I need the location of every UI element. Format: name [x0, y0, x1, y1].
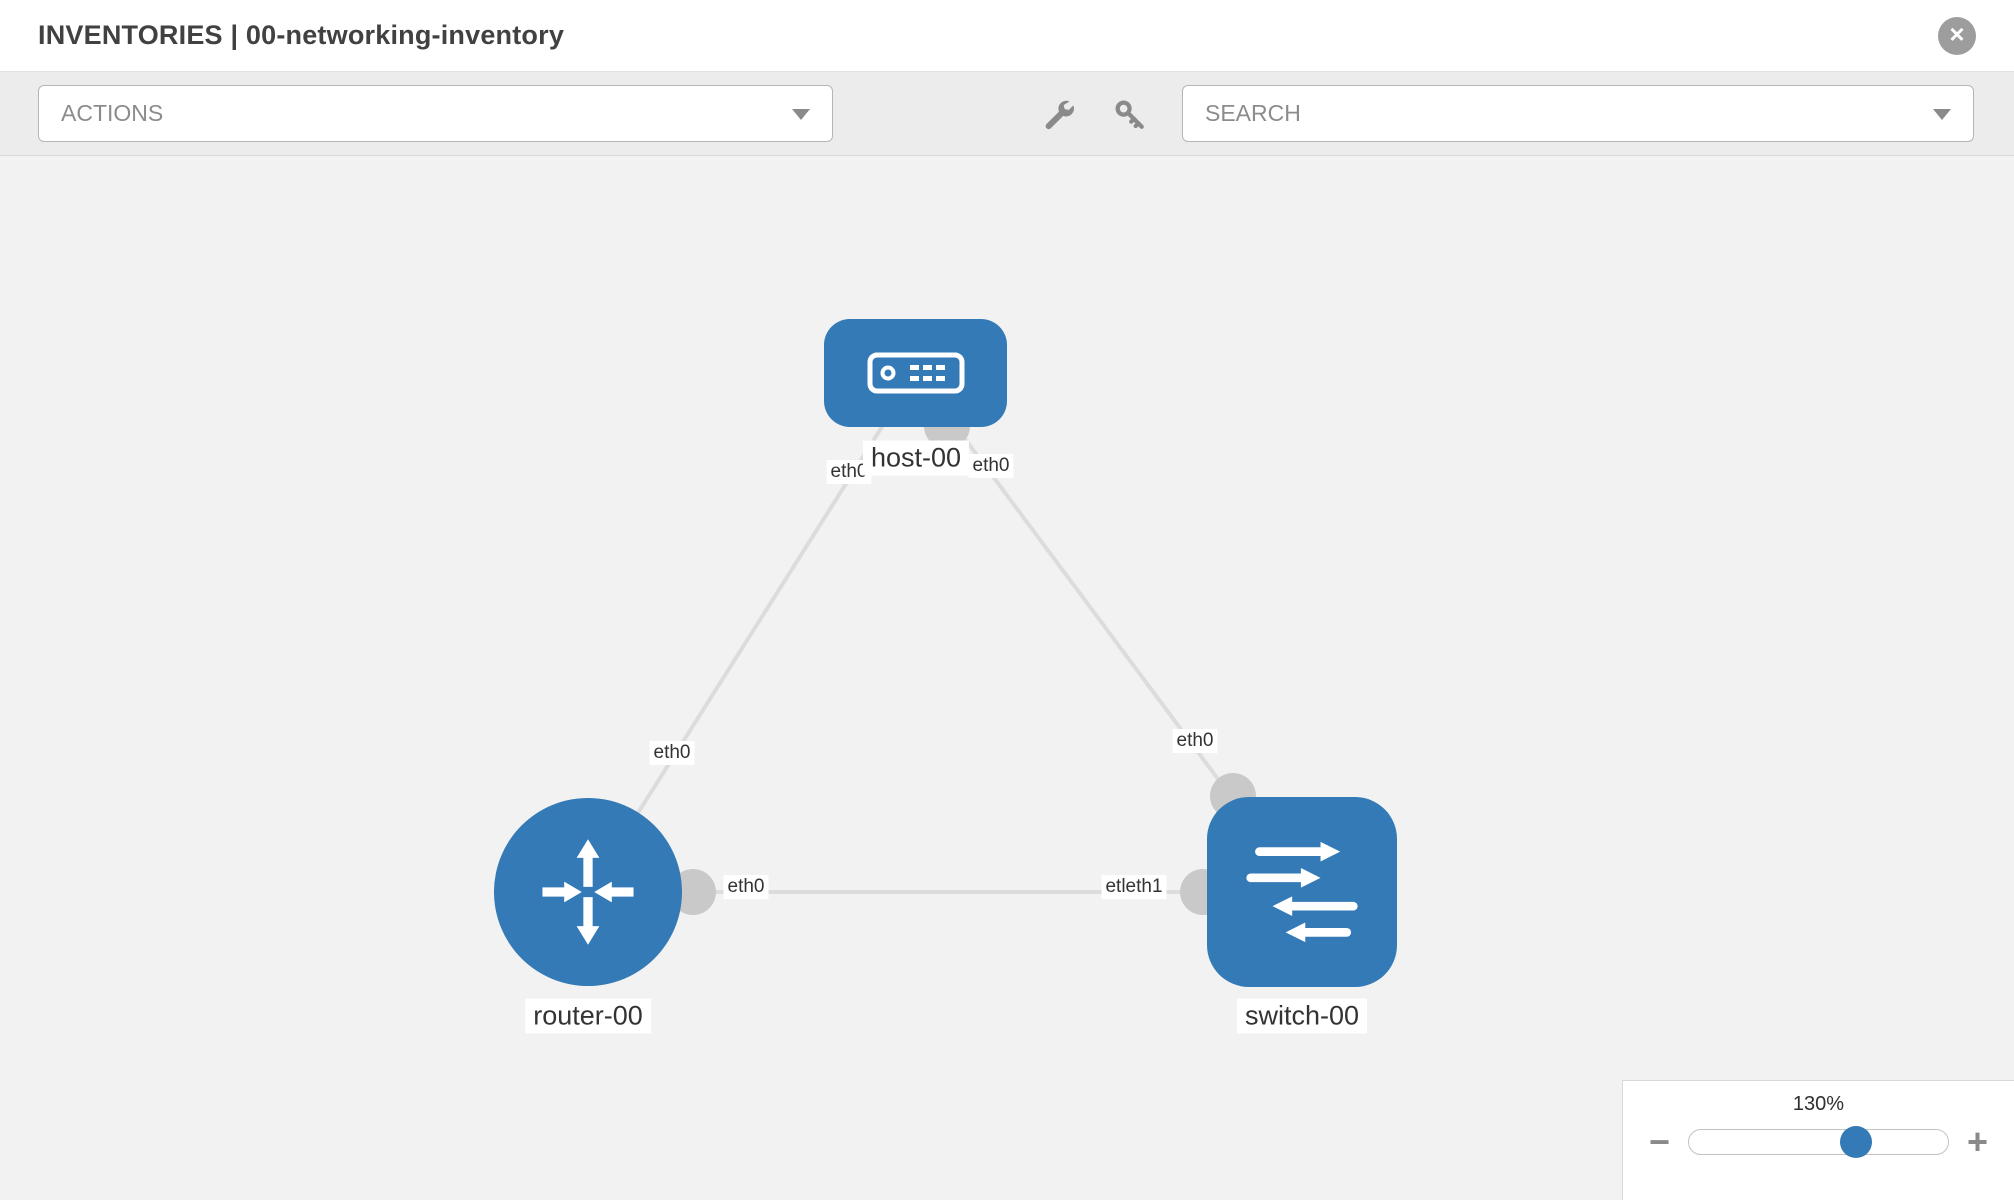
- interface-label: etleth1: [1101, 875, 1167, 899]
- header: INVENTORIES | 00-networking-inventory ×: [0, 0, 2014, 72]
- chevron-down-icon: [1933, 108, 1951, 120]
- node-host-00[interactable]: [824, 319, 1007, 427]
- topology-edges: [586, 371, 1304, 894]
- close-icon[interactable]: ×: [1938, 16, 1976, 55]
- credentials-button[interactable]: [1110, 95, 1148, 133]
- interface-label: eth0: [723, 875, 769, 899]
- interface-label: eth0: [968, 454, 1014, 478]
- edge-host-router: [586, 371, 918, 894]
- toolbar: ACTIONS SEARCH: [0, 72, 2014, 156]
- node-label-host-00: host-00: [862, 440, 970, 476]
- node-label-switch-00: switch-00: [1236, 998, 1368, 1034]
- switch-arrows-icon: [1246, 841, 1358, 943]
- zoom-level: 130%: [1792, 1093, 1845, 1115]
- chevron-down-icon: [792, 108, 810, 120]
- actions-dropdown[interactable]: ACTIONS: [38, 85, 833, 142]
- page-title: INVENTORIES | 00-networking-inventory: [38, 20, 565, 50]
- search-dropdown[interactable]: SEARCH: [1182, 85, 1974, 142]
- interface-label: eth0: [649, 741, 695, 765]
- zoom-out-button[interactable]: −: [1649, 1121, 1671, 1162]
- wrench-icon: [1045, 100, 1074, 129]
- node-label-router-00: router-00: [525, 998, 651, 1034]
- zoom-slider[interactable]: [1688, 1126, 1949, 1159]
- search-dropdown-label: SEARCH: [1205, 100, 1301, 126]
- toolbar-icons: [1038, 95, 1148, 133]
- zoom-slider-thumb[interactable]: [1840, 1126, 1873, 1159]
- configure-button[interactable]: [1038, 95, 1076, 133]
- interface-label: eth0: [1172, 729, 1218, 753]
- router-arrows-icon: [542, 839, 634, 945]
- node-router-00[interactable]: [494, 798, 682, 986]
- zoom-in-button[interactable]: +: [1966, 1121, 1988, 1162]
- host-server-icon: [867, 352, 964, 394]
- topology-canvas[interactable]: eth0 eth0 eth0 eth0 eth0 etleth1 host-00…: [0, 157, 2014, 1200]
- zoom-controls: − +: [1649, 1121, 1988, 1162]
- zoom-panel: 130% − +: [1622, 1080, 2014, 1200]
- key-icon: [1115, 100, 1144, 129]
- actions-dropdown-label: ACTIONS: [61, 100, 164, 126]
- interface-label: eth0: [826, 460, 872, 484]
- node-switch-00[interactable]: [1207, 797, 1397, 987]
